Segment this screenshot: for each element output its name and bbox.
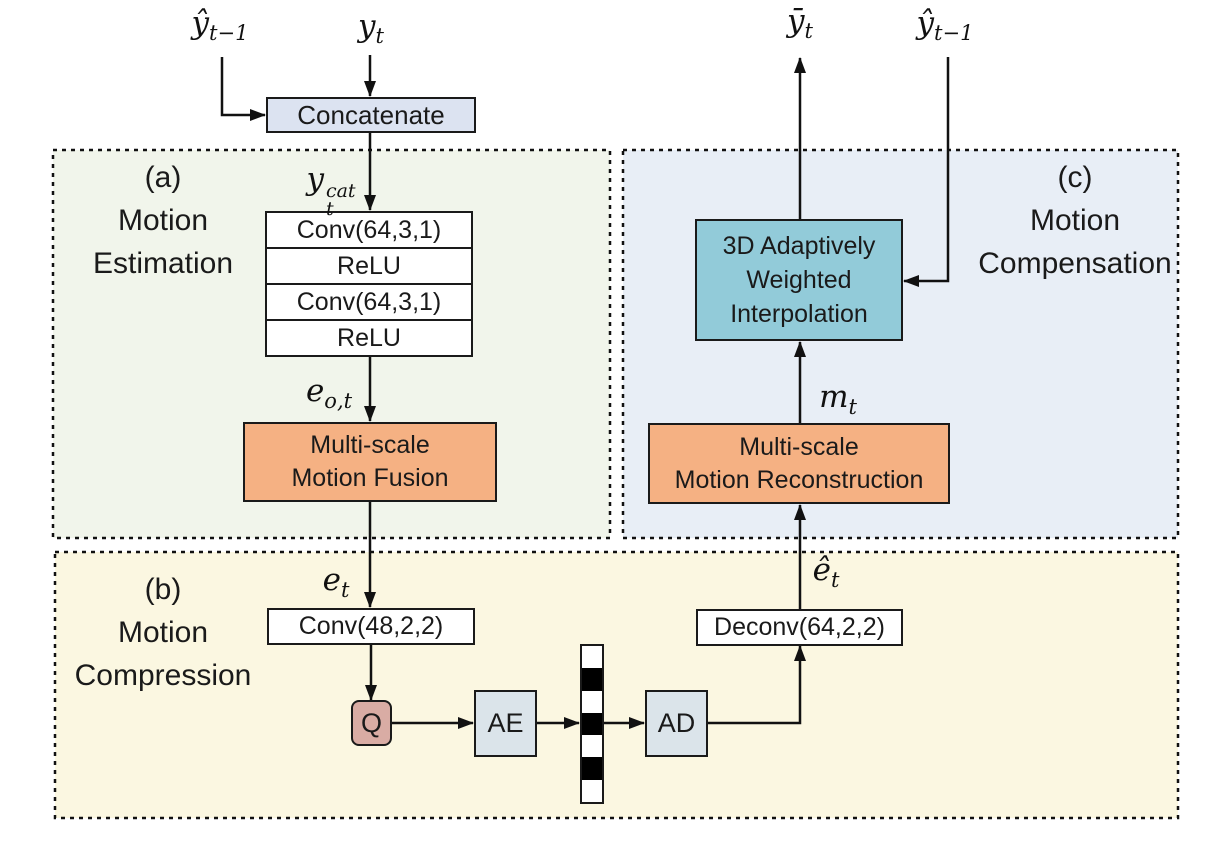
panel-a-title-line2: Estimation [92, 247, 234, 280]
bitstream-icon [580, 644, 604, 804]
conv48-box: Conv(48,2,2) [267, 608, 475, 645]
awi-line2: Weighted [746, 266, 852, 294]
panel-b-title-line2: Compression [74, 659, 252, 692]
arrow-yhatprev-to-concatenate [220, 57, 266, 121]
motion-fusion-line2: Motion Fusion [291, 464, 449, 492]
conv-layer-2: Conv(64,3,1) [267, 283, 471, 319]
label-e-hat-t: êt [812, 552, 840, 593]
arithmetic-decoder-box: AD [645, 690, 708, 757]
panel-a-tag: (a) [144, 161, 182, 194]
deconv-box: Deconv(64,2,2) [696, 609, 903, 646]
bitstream-cell-white [582, 646, 602, 669]
label-y-t-input: yt [358, 8, 384, 49]
bitstream-cell-black [582, 712, 602, 736]
label-e-t: et [322, 562, 350, 603]
conv-layer-1: Conv(64,3,1) [296, 215, 442, 244]
panel-b-tag: (b) [144, 573, 182, 606]
bitstream-cell-black [582, 757, 602, 780]
bitstream-cell-white [582, 735, 602, 758]
relu-layer-2: ReLU [267, 319, 471, 355]
motion-fusion-line1: Multi-scale [310, 431, 430, 459]
bitstream-cell-white [582, 779, 602, 802]
panel-c-title-line2: Compensation [978, 247, 1172, 280]
label-y-bar-output: ȳt [787, 3, 813, 44]
awi-line1: 3D Adaptively [722, 232, 876, 260]
conv-relu-stack: Conv(64,3,1) ReLU Conv(64,3,1) ReLU [265, 211, 473, 357]
awi-interpolation-box: 3D Adaptively Weighted Interpolation [695, 219, 903, 341]
awi-line3: Interpolation [730, 300, 868, 328]
panel-a-title-line1: Motion [117, 204, 209, 237]
arrow-yhatprev-to-interpolation [903, 57, 950, 287]
bitstream-cell-white [582, 690, 602, 713]
quantizer-box: Q [351, 700, 392, 746]
motion-reconstruction-box: Multi-scale Motion Reconstruction [648, 423, 950, 504]
panel-a-label: (a) Motion Estimation [58, 156, 268, 285]
relu-layer-1: ReLU [267, 247, 471, 283]
concatenate-box: Concatenate [266, 97, 476, 133]
label-m-t: mt [819, 379, 857, 420]
motion-reconstruction-line1: Multi-scale [739, 432, 859, 461]
panel-c-tag: (c) [1057, 161, 1093, 194]
panel-b-region [53, 550, 1180, 820]
panel-c-label: (c) Motion Compensation [955, 156, 1195, 285]
label-y-hat-prev-input: ŷt−1 [191, 5, 249, 46]
panel-c-title-line1: Motion [1029, 204, 1121, 237]
label-y-hat-prev-reference: ŷt−1 [916, 5, 974, 46]
panel-b-title-line1: Motion [117, 616, 209, 649]
arithmetic-encoder-box: AE [474, 690, 537, 757]
label-e-o-t: eo,t [305, 373, 353, 414]
arrow-ad-to-deconv [708, 645, 806, 725]
bitstream-cell-black [582, 668, 602, 691]
motion-fusion-box: Multi-scale Motion Fusion [243, 422, 497, 502]
motion-reconstruction-line2: Motion Reconstruction [674, 465, 924, 494]
panel-b-label: (b) Motion Compression [58, 568, 268, 697]
